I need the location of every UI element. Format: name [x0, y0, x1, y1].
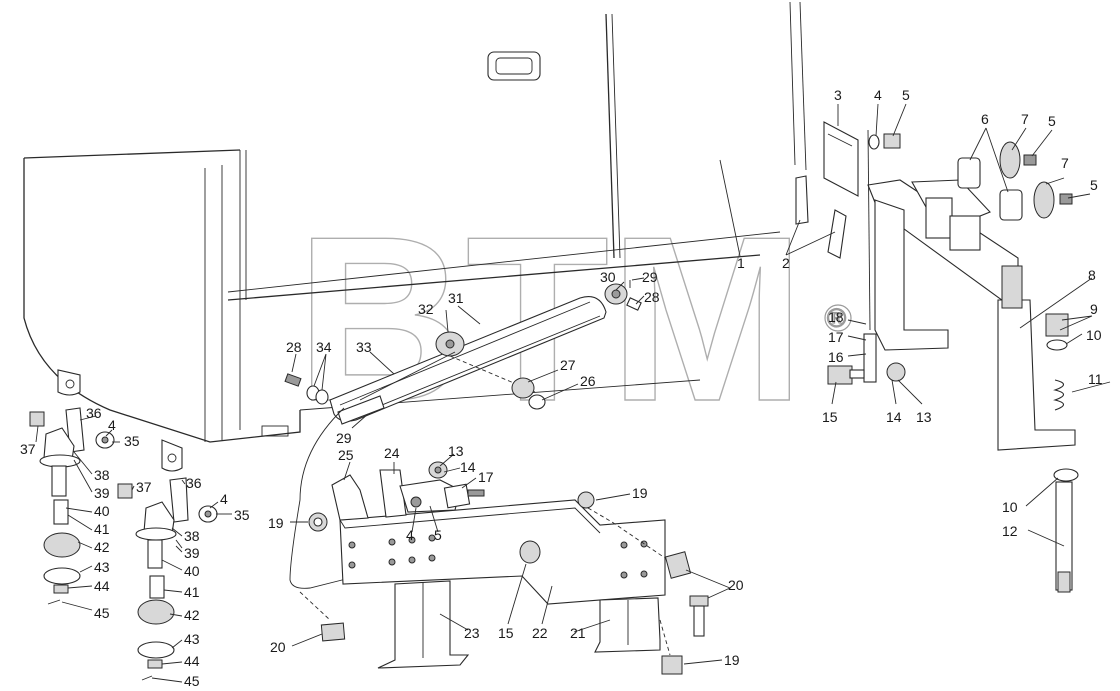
callout-5: 5: [1048, 113, 1056, 129]
watermark-registered-mark: ®: [827, 303, 846, 333]
pin-28b: [626, 297, 642, 311]
callout-15: 15: [498, 625, 514, 641]
callout-22: 22: [532, 625, 548, 641]
callout-13: 13: [916, 409, 932, 425]
callout-1: 1: [737, 255, 745, 271]
callout-14: 14: [460, 459, 476, 475]
callout-5: 5: [434, 527, 442, 543]
callout-17: 17: [478, 469, 494, 485]
callout-31: 31: [448, 290, 464, 306]
callout-45: 45: [94, 605, 110, 621]
callout-20: 20: [728, 577, 744, 593]
callout-43: 43: [94, 559, 110, 575]
callout-labels: 1 2 3 4 5 6 7 5 7 5 8 9 10 11 10 12 18 1…: [20, 87, 1103, 689]
callout-33: 33: [356, 339, 372, 355]
handle-frame-assembly: [795, 121, 1079, 593]
callout-38: 38: [184, 528, 200, 544]
callout-9: 9: [1090, 301, 1098, 317]
callout-7: 7: [1061, 155, 1069, 171]
callout-5: 5: [902, 87, 910, 103]
bushing-27: [511, 377, 535, 399]
registered-circle: [824, 304, 852, 332]
callout-41: 41: [184, 584, 200, 600]
callout-42: 42: [184, 607, 200, 623]
callout-29: 29: [642, 269, 658, 285]
callout-37: 37: [20, 441, 36, 457]
callout-17: 17: [828, 329, 844, 345]
callout-21: 21: [570, 625, 586, 641]
callout-3: 3: [834, 87, 842, 103]
callout-20: 20: [270, 639, 286, 655]
callout-44: 44: [184, 653, 200, 669]
callout-26: 26: [580, 373, 596, 389]
callout-15: 15: [822, 409, 838, 425]
bushing-26: [528, 394, 546, 410]
callout-40: 40: [184, 563, 200, 579]
callout-30: 30: [600, 269, 616, 285]
callout-39: 39: [94, 485, 110, 501]
callout-10: 10: [1086, 327, 1102, 343]
cab-outline: [23, 1, 807, 472]
left-mount-stack-b: [117, 477, 218, 681]
callout-11: 11: [1088, 371, 1103, 387]
base-bracket-assembly: [299, 461, 709, 675]
callout-23: 23: [464, 625, 480, 641]
callout-16: 16: [828, 349, 844, 365]
callout-43: 43: [184, 631, 200, 647]
callout-27: 27: [560, 357, 576, 373]
callout-37: 37: [136, 479, 152, 495]
callout-24: 24: [384, 445, 400, 461]
callout-12: 12: [1002, 523, 1018, 539]
callout-40: 40: [94, 503, 110, 519]
callout-28: 28: [644, 289, 660, 305]
callout-18: 18: [828, 309, 844, 325]
callout-35: 35: [124, 433, 140, 449]
long-tube-assembly: [329, 296, 607, 425]
callout-34: 34: [316, 339, 332, 355]
callout-45: 45: [184, 673, 200, 689]
callout-41: 41: [94, 521, 110, 537]
callout-5: 5: [1090, 177, 1098, 193]
callout-4: 4: [406, 527, 414, 543]
callout-19: 19: [268, 515, 284, 531]
left-mount-stack-a: [29, 407, 115, 605]
callout-42: 42: [94, 539, 110, 555]
callout-32: 32: [418, 301, 434, 317]
callout-28: 28: [286, 339, 302, 355]
callout-44: 44: [94, 578, 110, 594]
callout-10: 10: [1002, 499, 1018, 515]
callout-4: 4: [874, 87, 882, 103]
callout-38: 38: [94, 467, 110, 483]
callout-29: 29: [336, 430, 352, 446]
callout-13: 13: [448, 443, 464, 459]
callout-36: 36: [186, 475, 202, 491]
leader-lines: [35, 103, 1111, 683]
pin-28a: [284, 373, 302, 387]
callout-7: 7: [1021, 111, 1029, 127]
washer-34b: [315, 389, 329, 405]
callout-4: 4: [108, 417, 116, 433]
callout-2: 2: [782, 255, 790, 271]
callout-8: 8: [1088, 267, 1096, 283]
callout-19: 19: [724, 652, 740, 668]
callout-25: 25: [338, 447, 354, 463]
cable: [289, 407, 351, 589]
callout-6: 6: [981, 111, 989, 127]
callout-36: 36: [86, 405, 102, 421]
callout-4: 4: [220, 491, 228, 507]
callout-39: 39: [184, 545, 200, 561]
callout-35: 35: [234, 507, 250, 523]
callout-14: 14: [886, 409, 902, 425]
callout-19: 19: [632, 485, 648, 501]
